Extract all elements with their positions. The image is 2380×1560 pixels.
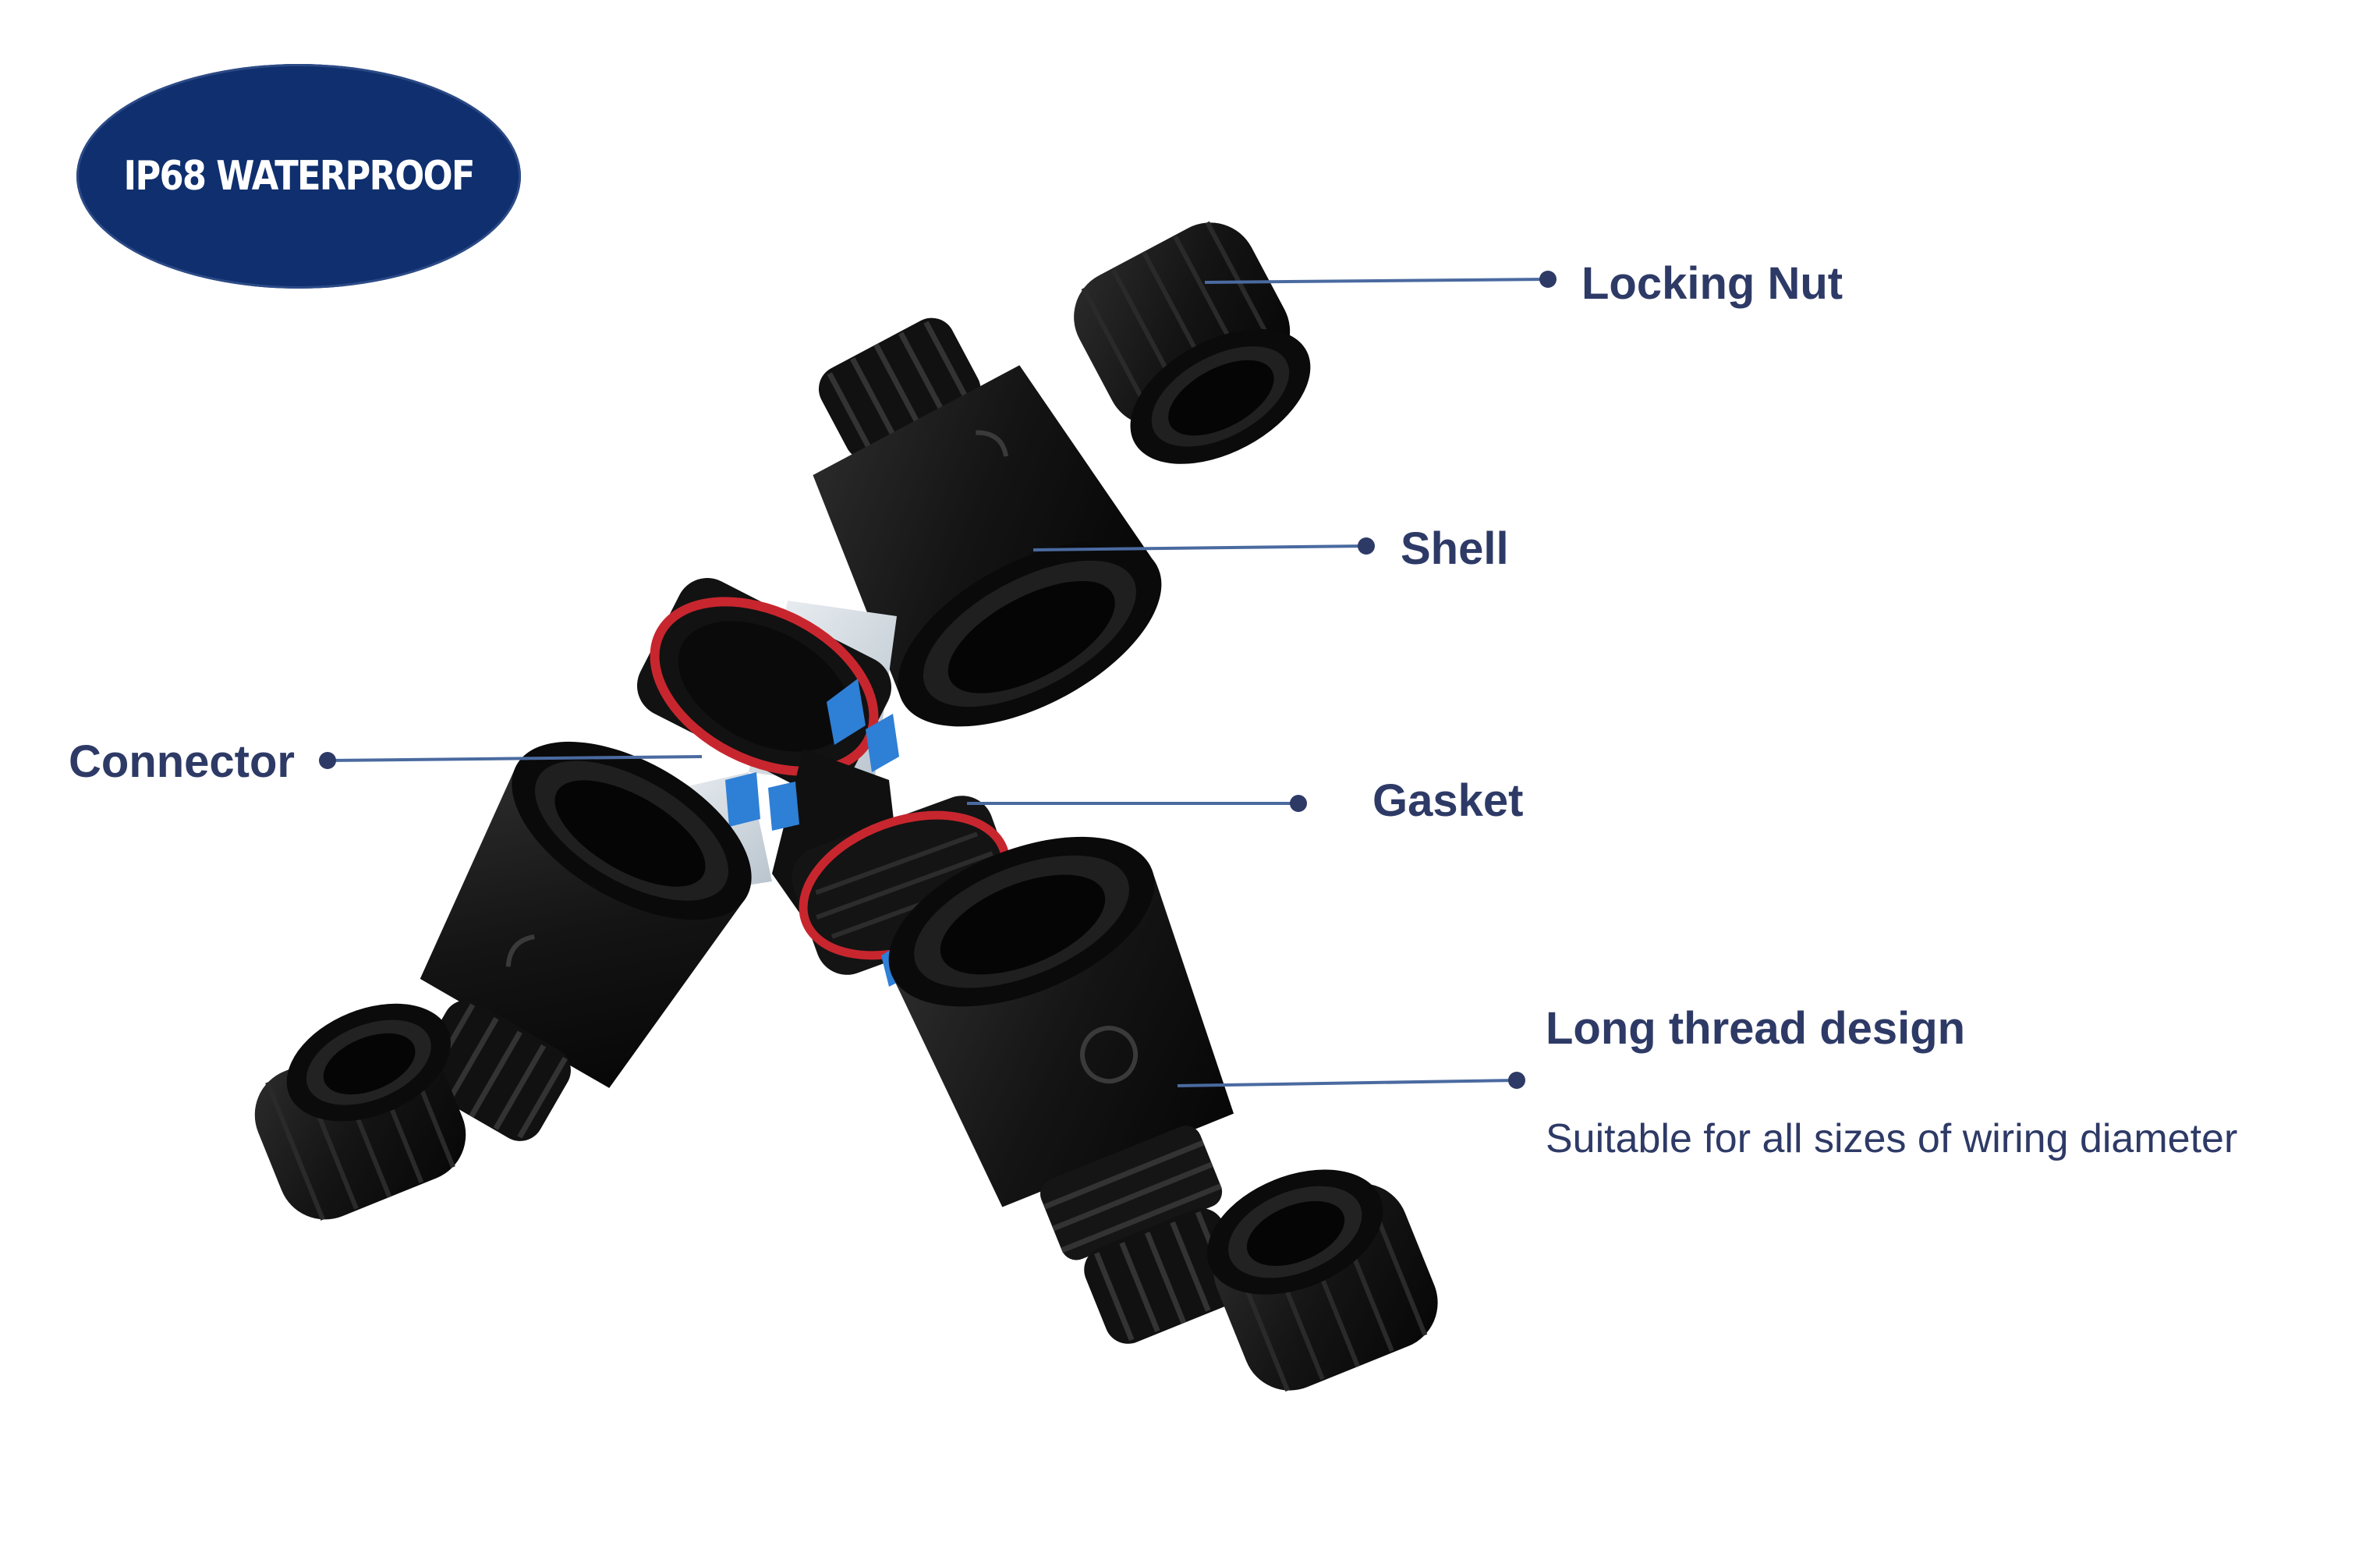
shell-long-thread [888, 836, 1245, 1344]
ip68-badge: IP68 WATERPROOF [76, 64, 521, 289]
shell-left [416, 741, 752, 1141]
leader-shell [1032, 544, 1367, 551]
locking-nut-bottom [1207, 1169, 1438, 1392]
locking-nut-left [254, 1003, 466, 1221]
dot-gasket [1290, 795, 1307, 812]
leader-connector [327, 755, 703, 762]
leader-dots [319, 271, 1557, 1089]
leader-locking-nut [1204, 278, 1549, 284]
label-connector: Connector [69, 736, 295, 787]
dot-shell [1358, 537, 1375, 555]
dot-connector [319, 752, 336, 769]
locking-nut-top [1074, 221, 1311, 464]
shell-top [813, 317, 1162, 727]
dot-long-thread [1508, 1072, 1525, 1089]
dot-locking-nut [1539, 271, 1557, 288]
label-long-thread-description: Suitable for all sizes of wiring diamete… [1546, 1116, 2238, 1161]
badge-text: IP68 WATERPROOF [123, 153, 475, 200]
label-gasket: Gasket [1372, 775, 1524, 826]
leader-lines [327, 278, 1549, 1087]
label-long-thread: Long thread design [1546, 1003, 1966, 1054]
label-locking-nut: Locking Nut [1581, 258, 1843, 309]
label-shell: Shell [1401, 523, 1509, 574]
leader-long-thread [1177, 1079, 1518, 1087]
